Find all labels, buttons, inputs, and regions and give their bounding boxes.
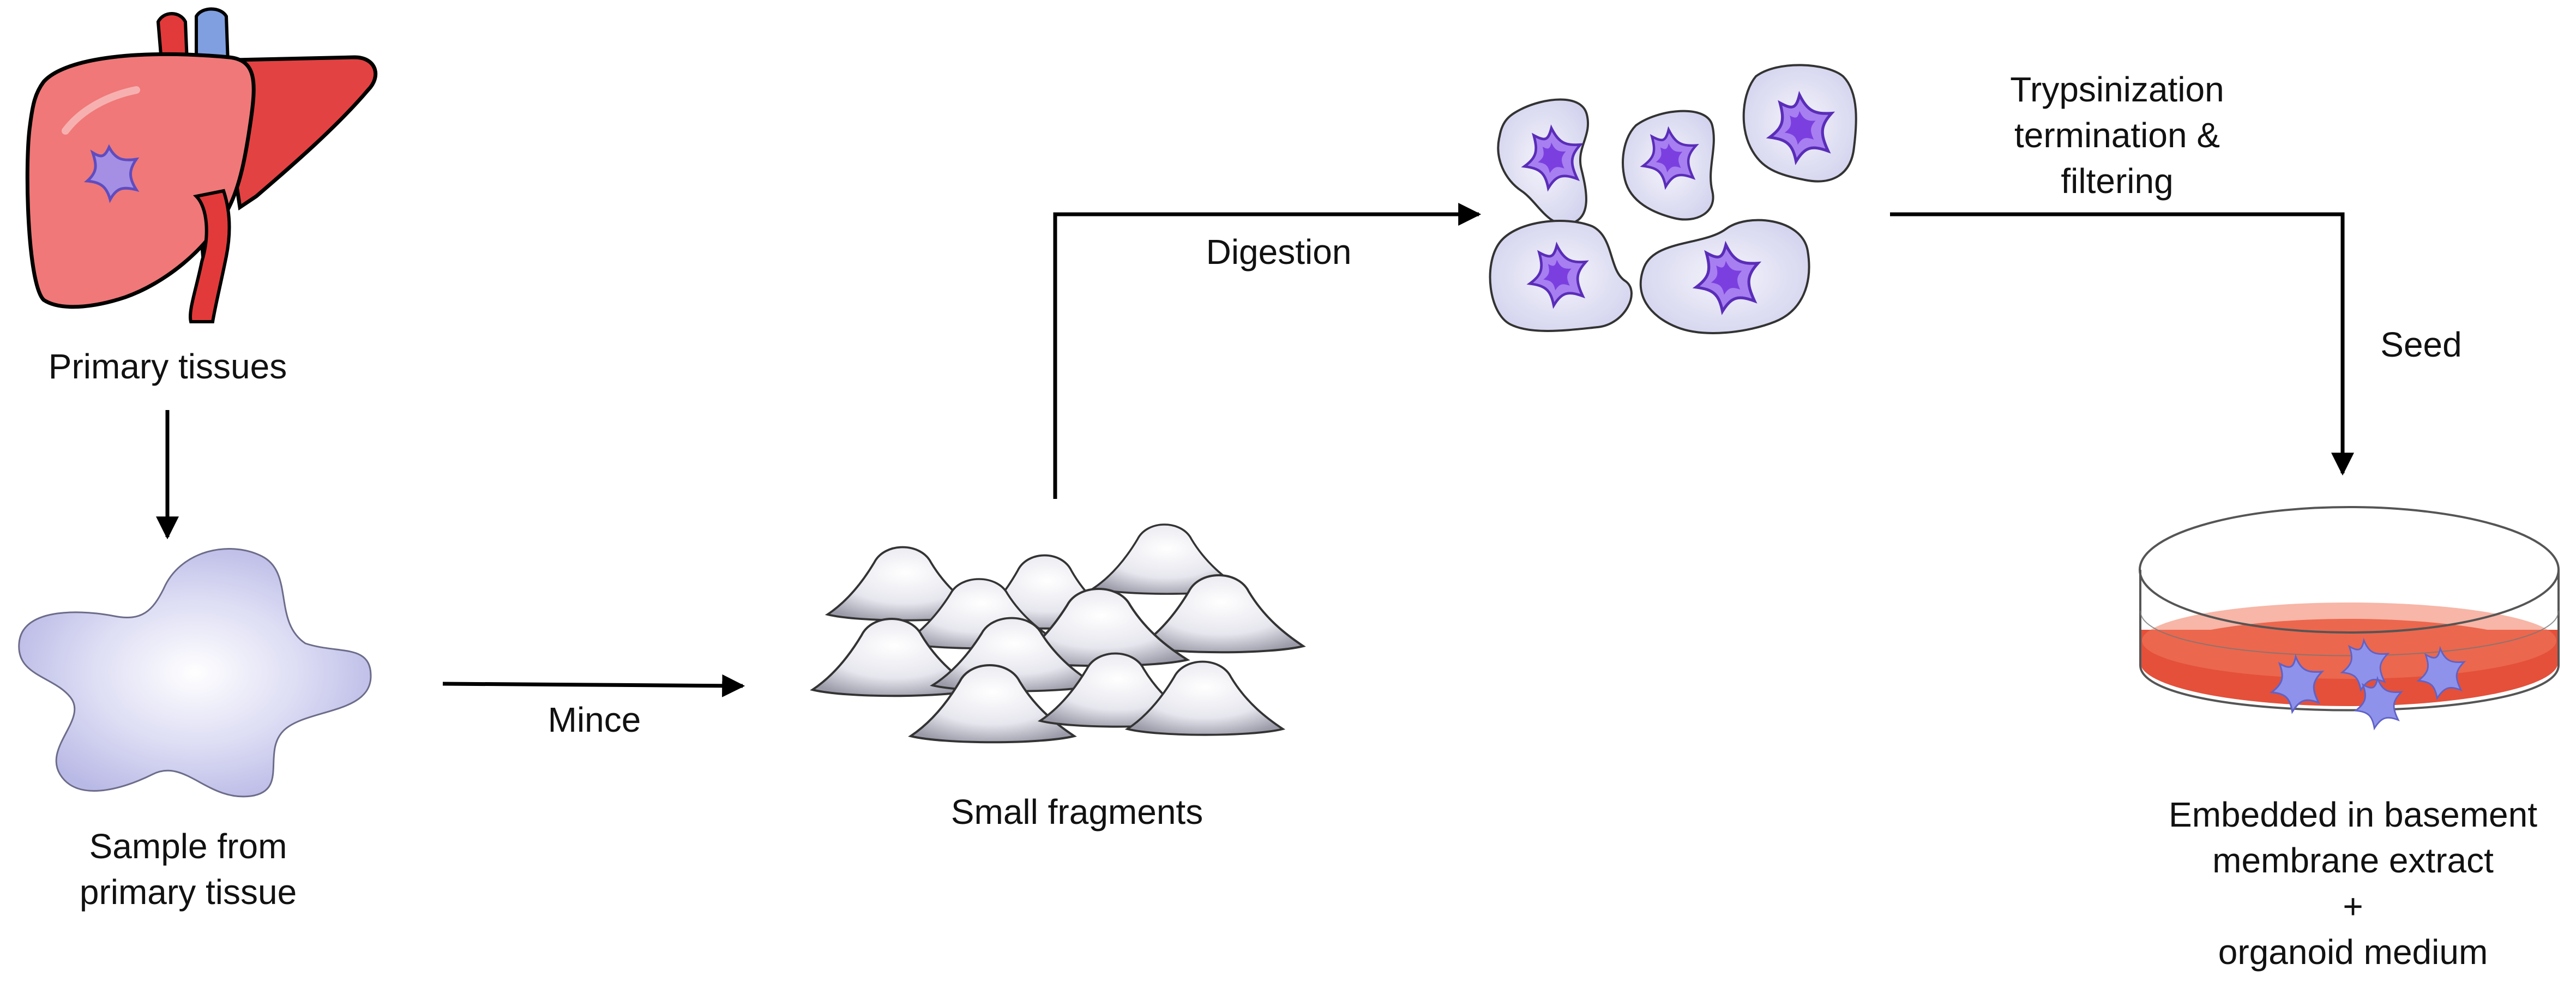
label-trypsinization-line-3: filtering <box>2061 161 2174 201</box>
label-embedded-line-3: + <box>2343 887 2363 926</box>
single-cells-icon <box>1489 64 1857 334</box>
label-embedded-line-4: organoid medium <box>2218 932 2488 972</box>
label-seed: Seed <box>2380 325 2462 364</box>
culture-dish-icon <box>2139 506 2560 730</box>
label-digestion: Digestion <box>1206 232 1352 272</box>
tissue-sample-icon <box>18 548 372 798</box>
arrow-seed <box>1890 212 2354 476</box>
label-embedded-line-1: Embedded in basement <box>2169 795 2537 834</box>
label-embedded-line-2: membrane extract <box>2212 841 2494 880</box>
arrow-mince <box>442 674 745 697</box>
label-embedded: Embedded in basement membrane extract + … <box>2138 792 2568 975</box>
label-small-fragments: Small fragments <box>950 792 1203 832</box>
label-trypsinization: Trypsinization termination & filtering <box>1974 67 2260 204</box>
label-sample: Sample from primary tissue <box>65 823 311 915</box>
label-trypsinization-line-1: Trypsinization <box>2010 70 2224 109</box>
label-primary-tissues: Primary tissues <box>48 347 287 386</box>
label-trypsinization-line-2: termination & <box>2014 116 2220 155</box>
arrow-digestion <box>1053 203 1482 499</box>
label-sample-line-1: Sample from <box>89 827 287 866</box>
fragments-icon <box>811 523 1304 744</box>
liver-icon <box>25 7 378 323</box>
label-mince: Mince <box>547 700 641 739</box>
label-sample-line-2: primary tissue <box>79 872 297 912</box>
